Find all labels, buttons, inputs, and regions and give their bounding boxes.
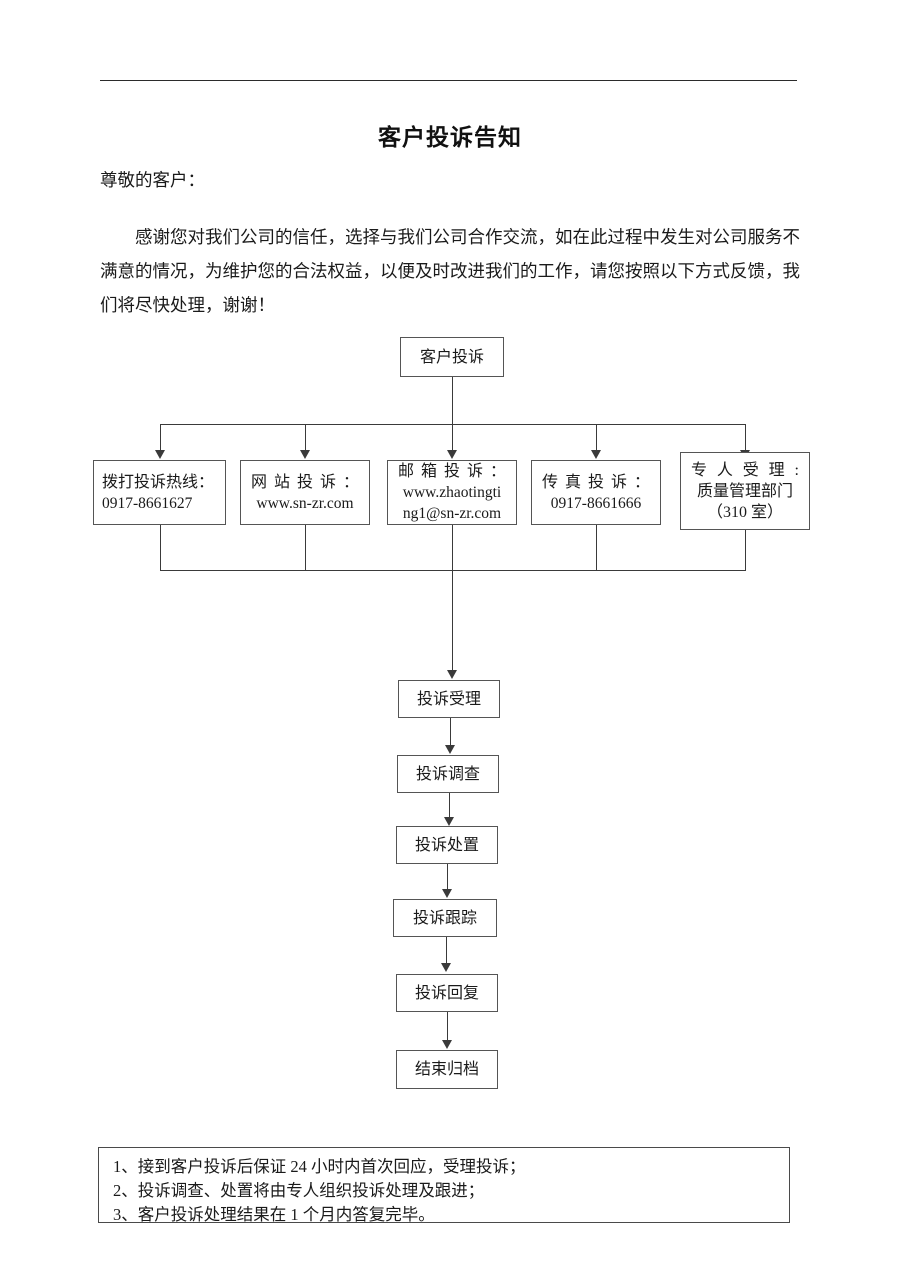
email-value-line1: www.zhaotingti [402,484,502,501]
step-6-label: 结束归档 [414,1061,479,1078]
connector-step-4-5 [446,937,447,964]
arrow-head-3 [447,450,457,459]
step-4-label: 投诉跟踪 [412,909,477,927]
flow-node-step-1[interactable]: 投诉受理 [398,680,500,718]
connector-drop-2 [305,424,306,451]
flow-node-step-2[interactable]: 投诉调查 [397,755,499,793]
connector-drop-3 [452,424,453,451]
arrow-head-step-4 [442,889,452,898]
note-line-2: 2、投诉调查、处置将由专人组织投诉处理及跟进； [113,1181,485,1200]
email-title: 邮箱投诉： [398,463,506,480]
flow-node-step-4[interactable]: 投诉跟踪 [393,899,497,937]
arrow-head-step-5 [441,963,451,972]
flow-node-start[interactable]: 客户投诉 [400,337,504,377]
arrow-head-step-3 [444,817,454,826]
staff-title: 专人受理: [691,461,799,479]
staff-department: 质量管理部门 [696,482,793,500]
flow-node-email[interactable]: 邮箱投诉： www.zhaotingti ng1@sn-zr.com [387,460,517,525]
flow-node-website[interactable]: 网站投诉： www.sn-zr.com [240,460,370,525]
arrow-head-step-2 [445,745,455,754]
flow-node-step-5[interactable]: 投诉回复 [396,974,498,1012]
step-5-label: 投诉回复 [414,984,479,1002]
website-title: 网站投诉： [251,473,359,491]
connector-start-down [452,377,453,424]
connector-merge-4 [596,525,597,571]
connector-merge-5 [745,530,746,571]
header-rule [100,80,797,81]
fax-title: 传真投诉： [542,473,650,491]
arrow-head-2 [300,450,310,459]
flow-node-start-label: 客户投诉 [419,348,484,366]
website-value: www.sn-zr.com [256,494,354,512]
hotline-title: 拨打投诉热线： [102,473,215,491]
connector-step-5-6 [447,1012,448,1041]
connector-step-2-3 [449,793,450,818]
salutation-text: 尊敬的客户： [100,170,205,190]
arrow-head-to-step-1 [447,670,457,679]
step-2-label: 投诉调查 [415,765,480,783]
fax-value: 0917-8661666 [550,494,642,512]
connector-drop-5 [745,424,746,451]
flow-node-fax[interactable]: 传真投诉： 0917-8661666 [531,460,661,525]
arrow-head-step-6 [442,1040,452,1049]
flow-node-hotline[interactable]: 拨打投诉热线： 0917-8661627 [93,460,226,525]
page-title: 客户投诉告知 [378,125,522,151]
flow-node-step-3[interactable]: 投诉处置 [396,826,498,864]
flow-node-step-6[interactable]: 结束归档 [396,1050,498,1089]
connector-merge-2 [305,525,306,571]
arrow-head-1 [155,450,165,459]
connector-drop-4 [596,424,597,451]
arrow-head-4 [591,450,601,459]
notes-box: 1、接到客户投诉后保证 24 小时内首次回应，受理投诉； 2、投诉调查、处置将由… [98,1147,790,1224]
note-line-3: 3、客户投诉处理结果在 1 个月内答复完毕。 [113,1205,435,1224]
connector-step-3-4 [447,864,448,890]
flow-node-dedicated-staff[interactable]: 专人受理: 质量管理部门 （310 室） [680,452,810,530]
connector-step-1-2 [450,718,451,746]
email-value-line2: ng1@sn-zr.com [402,505,502,522]
note-line-1: 1、接到客户投诉后保证 24 小时内首次回应，受理投诉； [113,1157,526,1176]
connector-merge-down [452,570,453,671]
connector-drop-1 [160,424,161,451]
hotline-value: 0917-8661627 [102,494,193,512]
staff-room: （310 室） [706,503,783,521]
connector-merge-bar [160,570,745,571]
connector-distribution-bar [160,424,745,425]
connector-merge-3 [452,525,453,571]
connector-merge-1 [160,525,161,571]
step-3-label: 投诉处置 [414,836,479,854]
intro-paragraph: 感谢您对我们公司的信任，选择与我们公司合作交流，如在此过程中发生对公司服务不满意… [100,227,800,315]
step-1-label: 投诉受理 [416,690,481,708]
